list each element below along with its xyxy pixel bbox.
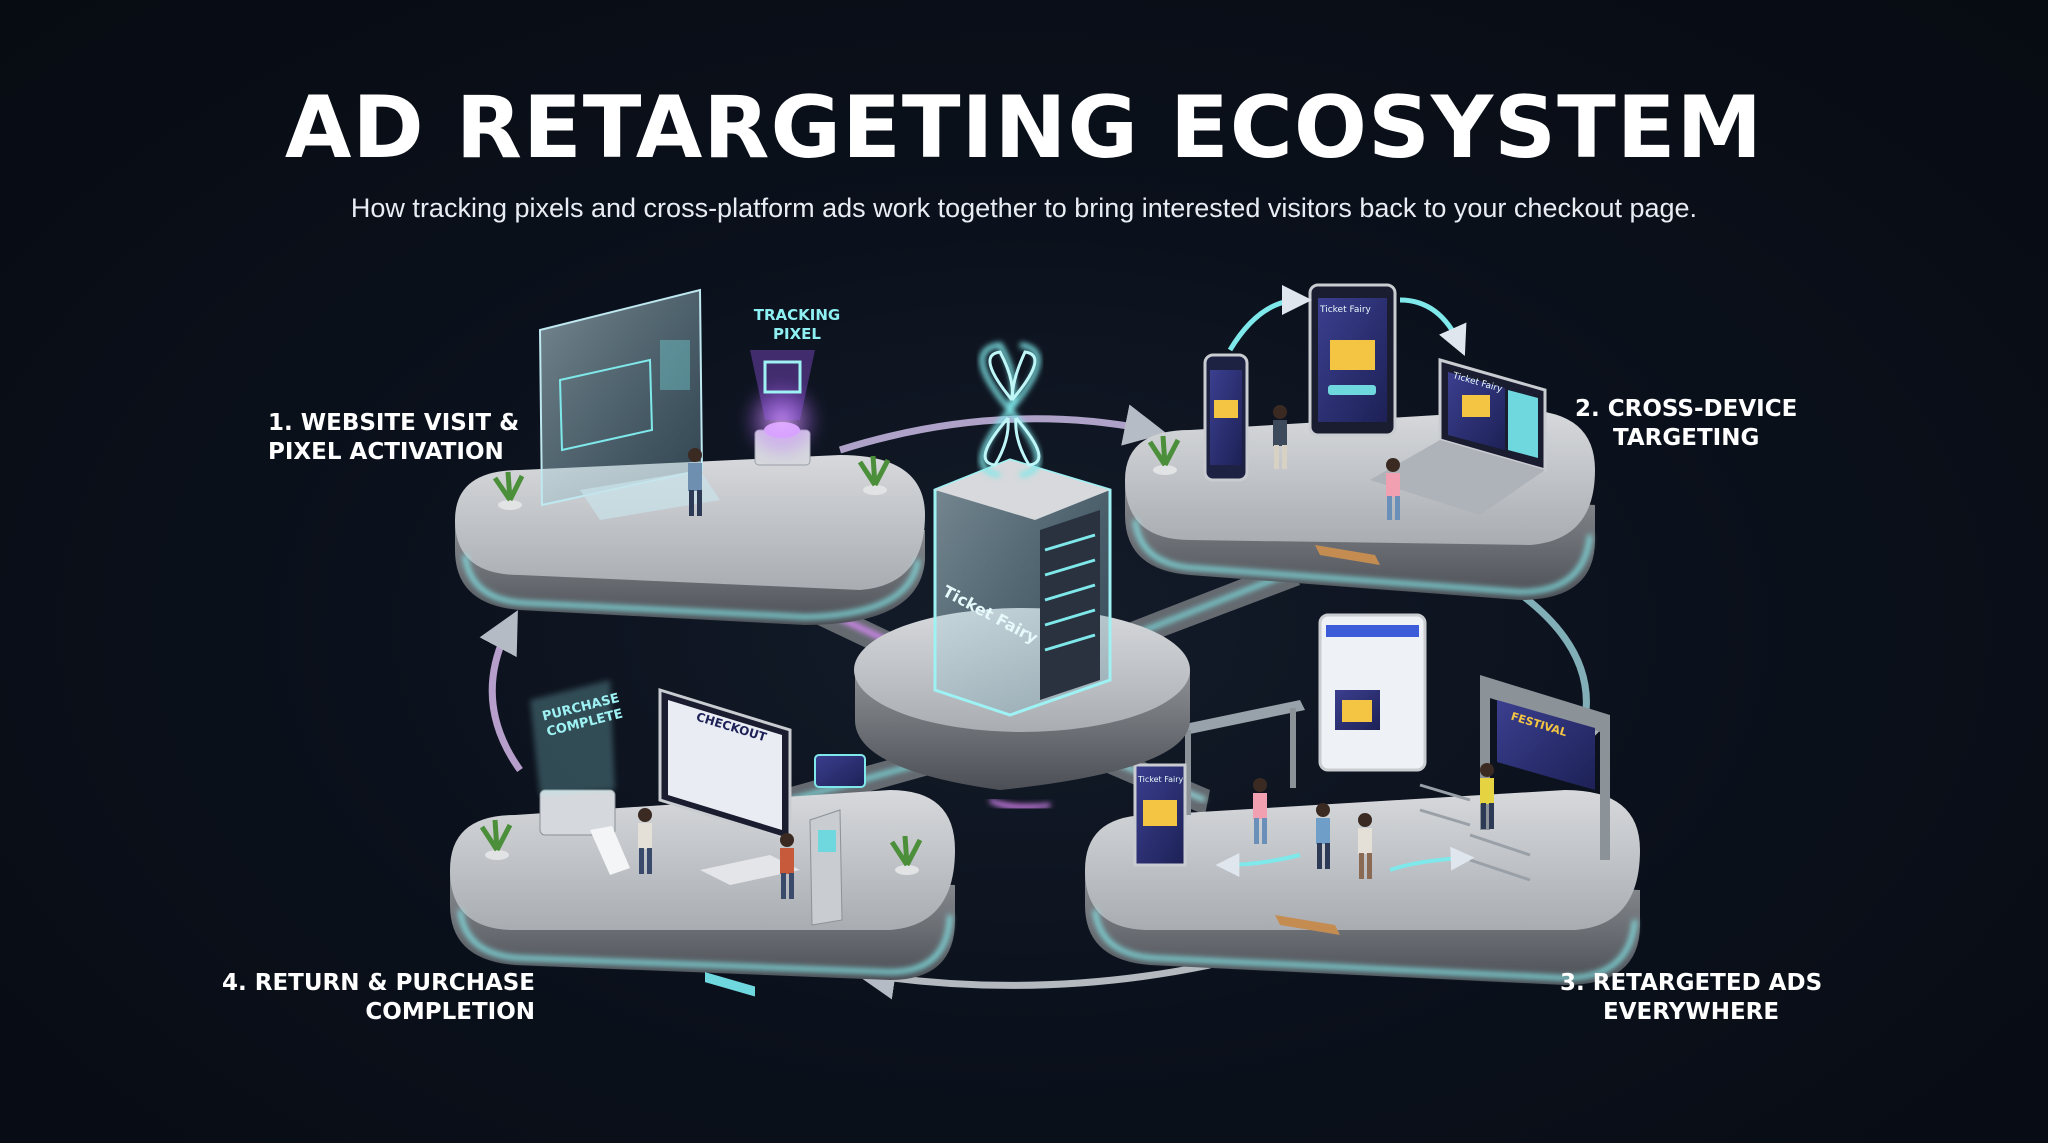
central-hub bbox=[854, 342, 1190, 810]
step-label-return-purchase: 4. RETURN & PURCHASE COMPLETION bbox=[222, 969, 535, 1027]
step-label-retargeted-ads: 3. RETARGETED ADS EVERYWHERE bbox=[1560, 969, 1822, 1027]
arrow-step3-to-step4 bbox=[853, 957, 1211, 1000]
step-label-line: 4. RETURN & PURCHASE bbox=[222, 970, 536, 996]
step-label-line: 1. WEBSITE VISIT & bbox=[268, 410, 520, 436]
step-label-cross-device: 2. CROSS-DEVICE TARGETING bbox=[1575, 395, 1797, 453]
tablet-brand-label: Ticket Fairy bbox=[1320, 305, 1371, 315]
step-label-line: 3. RETARGETED ADS bbox=[1560, 970, 1823, 996]
step-label-line: TARGETING bbox=[1612, 425, 1760, 451]
tracking-pixel-line: TRACKING bbox=[753, 306, 841, 324]
step-label-line: COMPLETION bbox=[365, 999, 536, 1025]
platform-cross-device bbox=[1125, 283, 1595, 600]
festival-arch-truss bbox=[1480, 675, 1610, 735]
step-label-website-visit: 1. WEBSITE VISIT & PIXEL ACTIVATION bbox=[268, 409, 519, 467]
tracking-pixel-label: TRACKING PIXEL bbox=[742, 306, 852, 344]
tracking-pixel-line: PIXEL bbox=[773, 325, 821, 343]
arrow-step4-to-step1 bbox=[479, 610, 523, 773]
step-label-line: PIXEL ACTIVATION bbox=[268, 439, 504, 465]
platform-checkout bbox=[450, 680, 955, 997]
platform-website-visit bbox=[455, 288, 925, 625]
glass-website-monitor bbox=[538, 288, 704, 507]
platform-retargeted-ads bbox=[1085, 613, 1640, 985]
step-label-line: 2. CROSS-DEVICE bbox=[1575, 396, 1798, 422]
page-title: AD RETARGETING ECOSYSTEM bbox=[284, 78, 1764, 178]
step-label-line: EVERYWHERE bbox=[1603, 999, 1780, 1025]
arrow-step1-to-step2 bbox=[838, 404, 1167, 454]
credit-card-icon bbox=[814, 754, 866, 788]
scan-icon bbox=[763, 360, 802, 394]
billboard-brand-label: Ticket Fairy bbox=[1138, 775, 1184, 784]
page-subtitle: How tracking pixels and cross-platform a… bbox=[350, 193, 1698, 223]
